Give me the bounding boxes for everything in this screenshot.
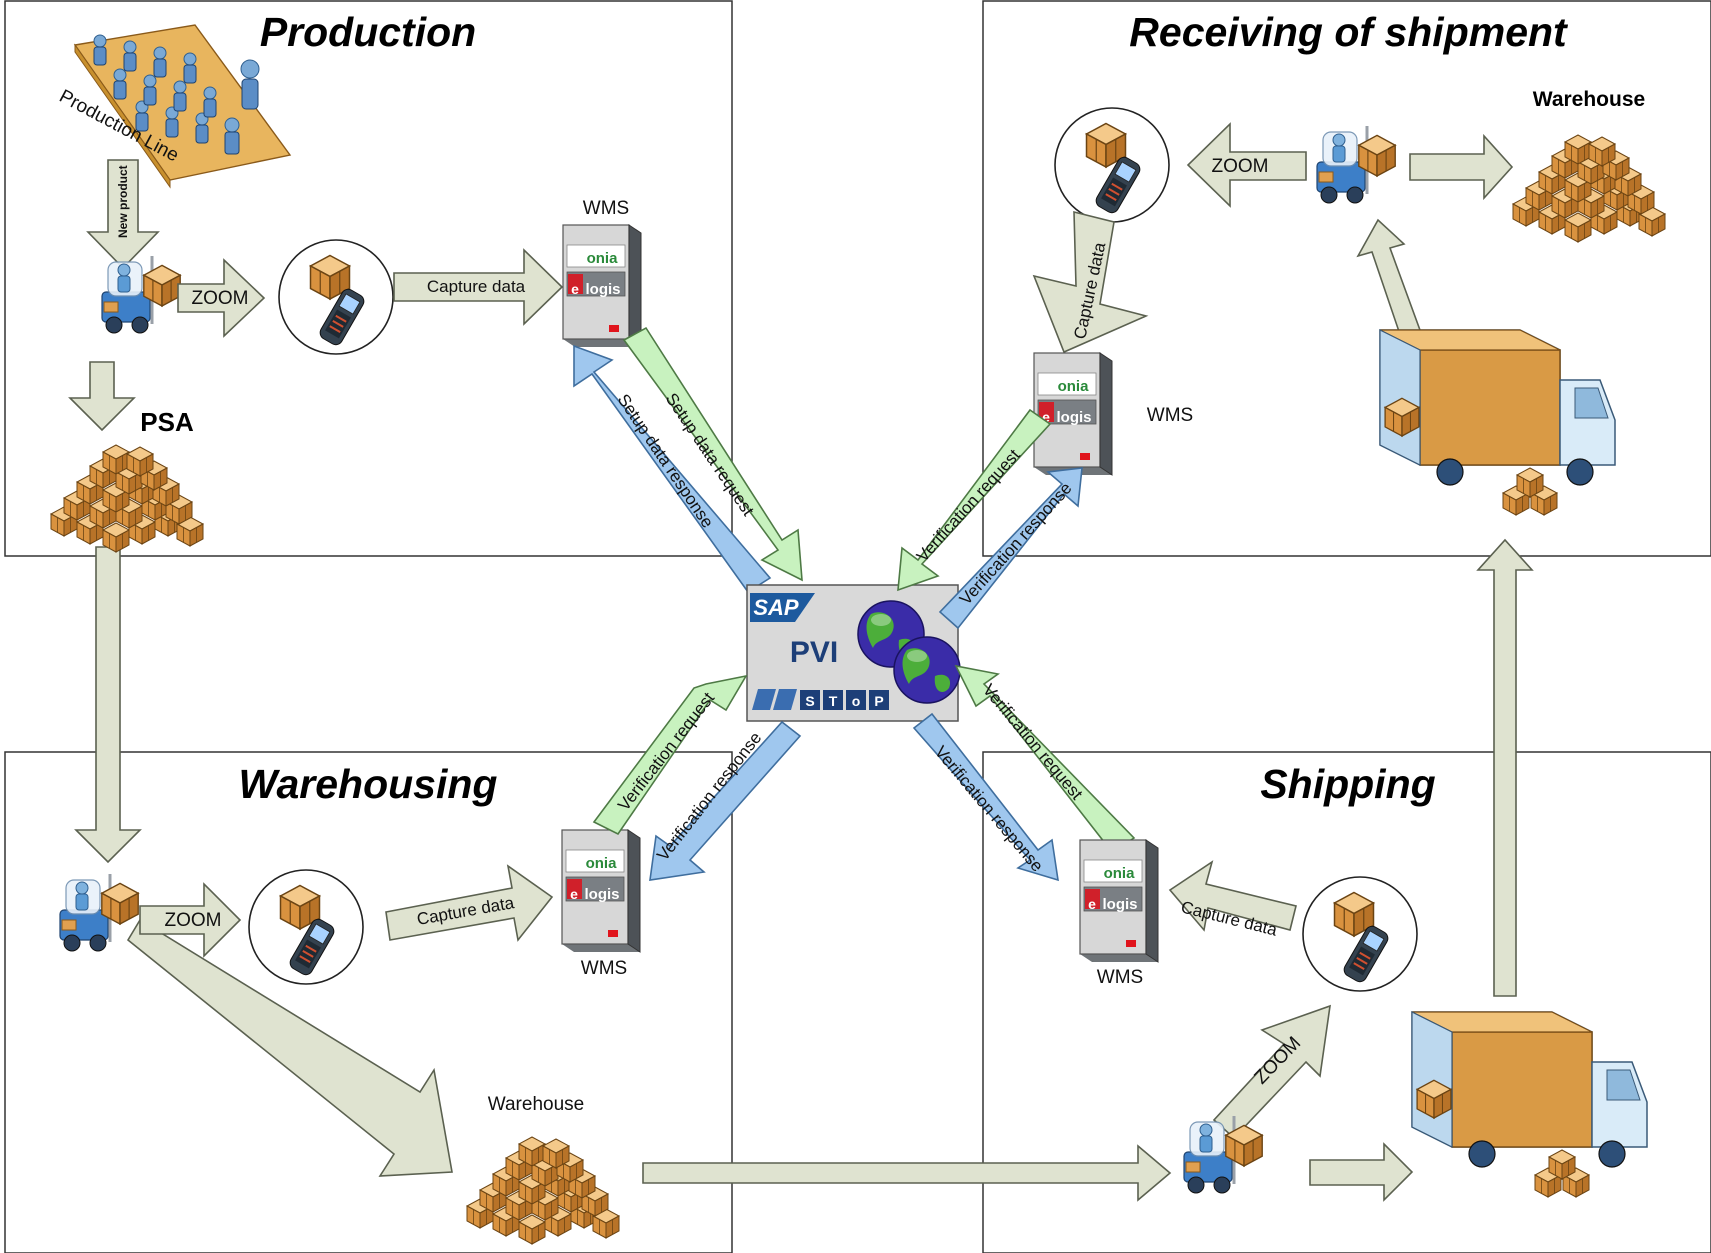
forklift-icon-receiving (1317, 126, 1395, 203)
stop-letter-t: T (829, 693, 838, 709)
pvi-name: PVI (790, 636, 838, 669)
warehouse-label-warehousing: Warehouse (488, 1094, 584, 1115)
pvi-system: SAP PVI S T o P (746, 584, 961, 722)
verification-request-arrow-shipping (954, 664, 1136, 854)
new-product-arrow (86, 159, 160, 270)
zoom-arrow-receiving (1186, 122, 1307, 208)
server-brand-top-shipping: onia (1104, 865, 1135, 882)
warehouse-label-receiving: Warehouse (1533, 88, 1645, 111)
receiving-frame (982, 0, 1711, 557)
warehouse-arrow-receiving (1409, 133, 1514, 201)
verification-response-arrow-receiving (938, 467, 1083, 630)
forklift-icon (102, 256, 180, 333)
setup-data-response-label: Setup data response (614, 391, 717, 532)
wms-label-warehousing: WMS (581, 958, 627, 979)
scanner-zoom-icon-receiving (1055, 108, 1169, 222)
zoom-arrow-production (177, 258, 266, 338)
warehousing-title: Warehousing (239, 761, 498, 807)
sap-logo: SAP (753, 595, 799, 620)
verification-request-arrow-warehousing (592, 674, 748, 836)
capture-data-arrow-production (393, 248, 564, 326)
zoom-arrow-warehousing (139, 882, 242, 958)
shipping-frame (982, 751, 1711, 1253)
server-brand-bottom-receiving: logis (1056, 409, 1091, 426)
verification-request-arrow-receiving (897, 408, 1052, 592)
new-product-label: New product (116, 165, 130, 238)
forklift-icon-shipping (1184, 1116, 1262, 1193)
setup-data-request-label: Setup data request (662, 390, 758, 520)
forklift-icon-warehousing (60, 874, 138, 951)
zoom-arrow-shipping (1212, 1004, 1331, 1140)
flow-arrow-to-truck (1309, 1142, 1414, 1202)
verification-request-label-shipping: Verification request (979, 680, 1087, 803)
psa-arrow (68, 361, 136, 432)
flow-arrow-production-to-warehousing (74, 546, 142, 864)
zoom-label-receiving: ZOOM (1212, 156, 1269, 177)
warehousing-frame (4, 751, 733, 1253)
server-brand-prefix-receiving: e (1042, 409, 1050, 425)
receiving-title: Receiving of shipment (1129, 9, 1569, 55)
boxes-icon-warehousing (467, 1137, 619, 1244)
wms-label-receiving: WMS (1147, 405, 1193, 426)
setup-data-request-arrow (622, 326, 803, 582)
flow-arrow-shipping-to-receiving (1476, 538, 1534, 997)
zoom-label-production: ZOOM (192, 288, 249, 309)
server-brand-prefix-production: e (571, 281, 579, 297)
server-brand-bottom-shipping: logis (1102, 896, 1137, 913)
server-brand-top-production: onia (587, 250, 618, 267)
scanner-zoom-icon (279, 240, 393, 354)
production-frame (4, 0, 733, 557)
scanner-zoom-icon-warehousing (249, 870, 363, 984)
wms-label-shipping: WMS (1097, 967, 1143, 988)
setup-data-response-arrow (573, 344, 772, 594)
capture-data-label-production: Capture data (427, 277, 526, 296)
capture-data-arrow-warehousing (385, 864, 554, 942)
production-line-icon (73, 24, 292, 189)
stop-letter-o: o (852, 693, 861, 709)
server-brand-bottom-warehousing: logis (584, 886, 619, 903)
truck-icon-shipping (1412, 1012, 1647, 1197)
flow-arrow-to-warehouse (126, 918, 453, 1177)
globe-icon-2 (893, 636, 961, 704)
flow-arrow-warehouse-to-shipping (642, 1144, 1172, 1202)
shipping-title: Shipping (1260, 761, 1435, 807)
zoom-label-warehousing: ZOOM (165, 910, 222, 931)
psa-label: PSA (140, 407, 194, 437)
capture-data-arrow-shipping (1168, 860, 1297, 932)
stop-letter-s: S (805, 693, 814, 709)
server-brand-prefix-warehousing: e (570, 886, 578, 902)
boxes-icon-receiving (1513, 135, 1665, 242)
truck-icon-receiving (1380, 330, 1615, 515)
production-title: Production (260, 9, 476, 55)
wms-label-production: WMS (583, 198, 629, 219)
server-brand-prefix-shipping: e (1088, 896, 1096, 912)
capture-data-arrow-receiving (1032, 210, 1149, 354)
server-brand-top-receiving: onia (1058, 378, 1089, 395)
server-brand-bottom-production: logis (585, 281, 620, 298)
verification-response-arrow-warehousing (649, 720, 802, 881)
stop-letter-p: P (874, 693, 883, 709)
scanner-zoom-icon-shipping (1303, 877, 1417, 991)
verification-response-label-shipping: Verification response (931, 742, 1047, 875)
boxes-icon (51, 445, 203, 552)
verification-response-arrow-shipping (912, 712, 1059, 882)
server-brand-top-warehousing: onia (586, 855, 617, 872)
